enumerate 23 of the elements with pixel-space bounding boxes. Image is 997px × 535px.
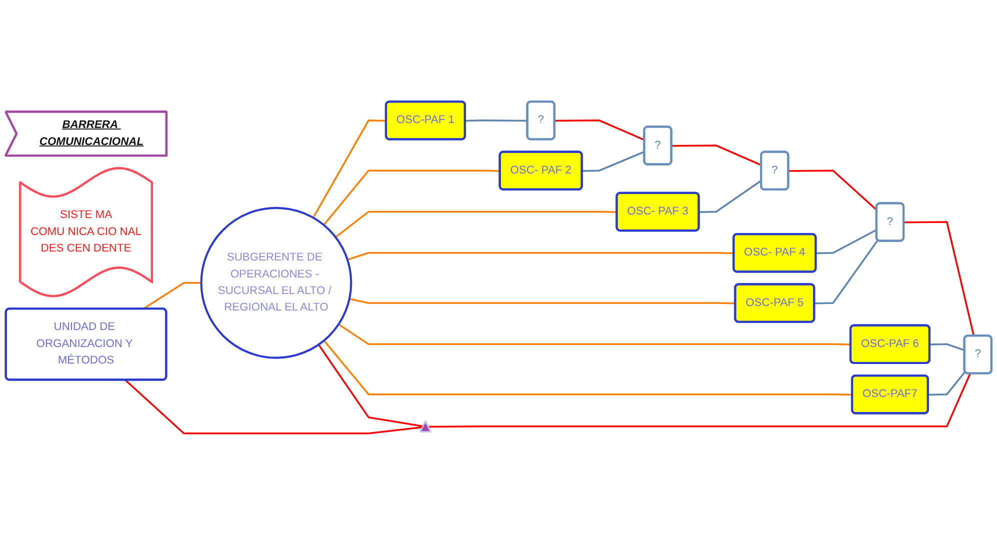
connector	[338, 324, 851, 346]
connector	[318, 344, 424, 428]
connector	[312, 120, 386, 218]
connector	[699, 180, 762, 213]
connector	[554, 120, 645, 141]
node-circle: SUBGERENTE DE OPERACIONES - SUCURSAL EL ALTO / REGIONAL EL ALTO	[200, 206, 352, 359]
connector	[323, 340, 852, 396]
connector	[349, 298, 736, 304]
connector	[814, 240, 879, 304]
connector	[335, 210, 618, 238]
connector	[465, 120, 528, 122]
connector	[672, 144, 762, 166]
connector	[928, 371, 966, 396]
connector	[142, 282, 202, 310]
connector	[323, 170, 500, 226]
connector	[347, 252, 734, 261]
connector	[788, 170, 878, 211]
connector	[904, 221, 975, 336]
connector	[816, 228, 878, 254]
connector	[124, 379, 424, 434]
connector	[428, 373, 971, 428]
connector	[582, 150, 645, 172]
connector	[930, 343, 965, 352]
